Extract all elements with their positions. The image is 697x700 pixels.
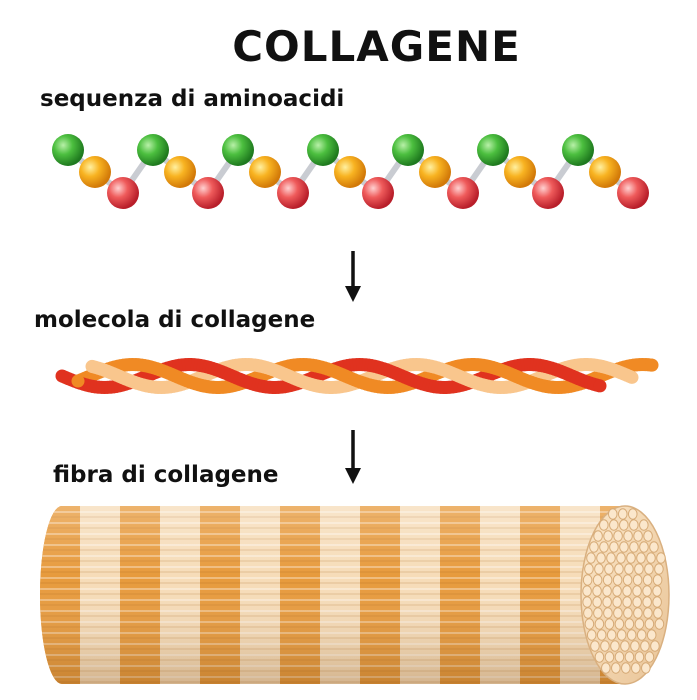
- helix-strand-red: [55, 369, 69, 383]
- arrow-down-icon: [345, 430, 361, 484]
- amino-acid-green: [307, 134, 339, 166]
- amino-acid-green: [52, 134, 84, 166]
- amino-acid-orange: [504, 156, 536, 188]
- amino-acid-red: [192, 177, 224, 209]
- amino-acid-orange: [79, 156, 111, 188]
- amino-acid-red: [617, 177, 649, 209]
- amino-acid-red: [532, 177, 564, 209]
- amino-acid-green: [477, 134, 509, 166]
- amino-acid-green: [392, 134, 424, 166]
- amino-acid-red: [107, 177, 139, 209]
- amino-acid-orange: [589, 156, 621, 188]
- amino-acid-red: [362, 177, 394, 209]
- diagram-title: COLLAGENE: [232, 22, 521, 71]
- helix-strand-orange: [71, 374, 85, 388]
- collagen-triple-helix: [55, 358, 659, 394]
- amino-acid-green: [222, 134, 254, 166]
- amino-acid-green: [137, 134, 169, 166]
- stage-label-collagen-fiber: fibra di collagene: [53, 462, 279, 488]
- amino-acid-chain: [52, 134, 649, 209]
- amino-acid-green: [562, 134, 594, 166]
- collagen-fiber-bundle: [40, 505, 670, 685]
- amino-acid-orange: [164, 156, 196, 188]
- amino-acid-orange: [419, 156, 451, 188]
- stage-label-collagen-molecule: molecola di collagene: [34, 307, 316, 333]
- amino-acid-red: [447, 177, 479, 209]
- amino-acid-red: [277, 177, 309, 209]
- arrow-down-icon: [345, 251, 361, 302]
- amino-acid-orange: [249, 156, 281, 188]
- helix-strand-light: [85, 359, 99, 373]
- amino-acid-orange: [334, 156, 366, 188]
- stage-label-amino-acid-sequence: sequenza di aminoacidi: [40, 86, 345, 112]
